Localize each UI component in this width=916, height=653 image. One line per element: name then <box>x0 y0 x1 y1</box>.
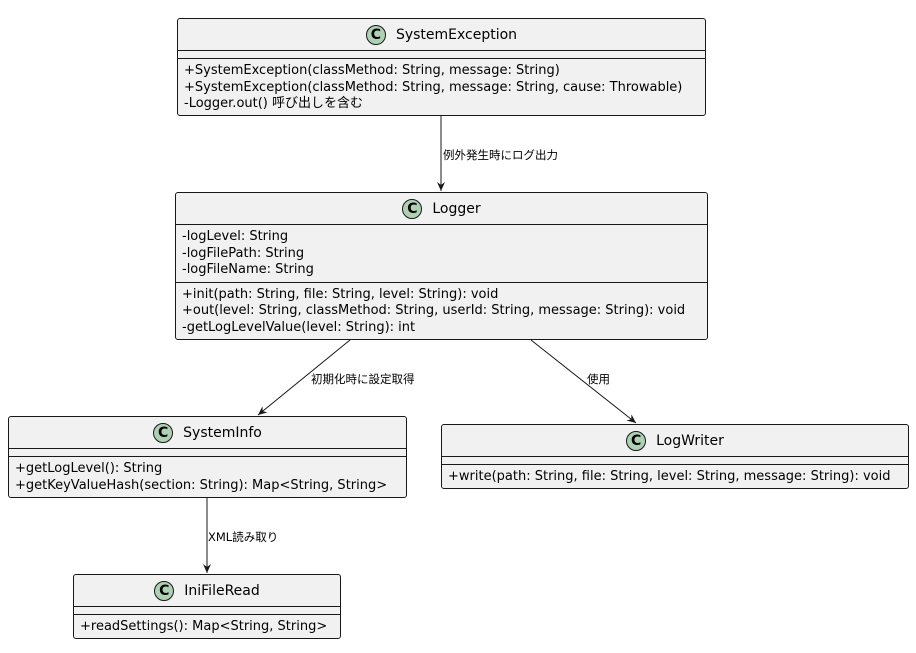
method: -getLogLevelValue(level: String): int <box>182 319 416 335</box>
class-badge-icon: C <box>365 24 386 45</box>
class-name: SystemInfo <box>183 424 262 441</box>
method: +getLogLevel(): String <box>15 461 163 476</box>
methods-section: +init(path: String, file: String, level:… <box>176 281 707 340</box>
fields-section <box>442 457 908 464</box>
class-name: LogWriter <box>656 432 724 449</box>
method: +init(path: String, file: String, level:… <box>182 286 499 302</box>
class-logger[interactable]: C Logger -logLevel: String -logFilePath:… <box>175 192 708 340</box>
class-system-info[interactable]: C SystemInfo +getLogLevel(): String +get… <box>8 416 407 498</box>
relation-label-systeminfo-to-inifileread: XML読み取り <box>208 530 279 544</box>
method: +SystemException(classMethod: String, me… <box>184 79 683 95</box>
class-system-exception[interactable]: C SystemException +SystemException(class… <box>177 18 706 116</box>
class-log-writer[interactable]: C LogWriter +write(path: String, file: S… <box>441 424 909 489</box>
class-header: C SystemException <box>178 19 705 51</box>
fields-section <box>74 607 340 614</box>
methods-section: +SystemException(classMethod: String, me… <box>178 58 705 116</box>
field: -logFileName: String <box>182 262 314 277</box>
methods-section: +getLogLevel(): String +getKeyValueHash(… <box>9 456 406 497</box>
class-header: C SystemInfo <box>9 417 406 449</box>
method: +readSettings(): Map<String, String> <box>80 619 328 634</box>
class-name: IniFileRead <box>184 582 260 599</box>
arrow-logger-to-logwriter <box>530 339 637 424</box>
method: +SystemException(classMethod: String, me… <box>184 63 560 78</box>
method: +write(path: String, file: String, level… <box>448 469 891 484</box>
class-badge-icon: C <box>153 422 174 443</box>
relation-label-exception-to-logger: 例外発生時にログ出力 <box>443 148 558 162</box>
method: +getKeyValueHash(section: String): Map<S… <box>15 477 388 493</box>
method: -Logger.out() 呼び出しを含む <box>184 96 364 111</box>
fields-section <box>178 51 705 58</box>
arrow-logger-to-systeminfo <box>257 339 351 416</box>
methods-section: +readSettings(): Map<String, String> <box>74 614 340 639</box>
class-badge-icon: C <box>626 430 647 451</box>
relation-label-logger-to-systeminfo: 初期化時に設定取得 <box>311 372 415 386</box>
methods-section: +write(path: String, file: String, level… <box>442 464 908 489</box>
class-header: C Logger <box>176 193 707 225</box>
fields-section <box>9 449 406 456</box>
class-badge-icon: C <box>154 580 175 601</box>
field: -logFilePath: String <box>182 245 305 261</box>
class-header: C LogWriter <box>442 425 908 457</box>
class-name: SystemException <box>395 26 518 43</box>
class-ini-file-read[interactable]: C IniFileRead +readSettings(): Map<Strin… <box>73 574 341 639</box>
field: -logLevel: String <box>182 229 289 244</box>
class-header: C IniFileRead <box>74 575 340 607</box>
class-name: Logger <box>432 200 481 217</box>
fields-section: -logLevel: String -logFilePath: String -… <box>176 225 707 282</box>
method: +out(level: String, classMethod: String,… <box>182 303 686 318</box>
class-badge-icon: C <box>402 198 423 219</box>
relation-label-logger-to-logwriter: 使用 <box>587 372 610 386</box>
